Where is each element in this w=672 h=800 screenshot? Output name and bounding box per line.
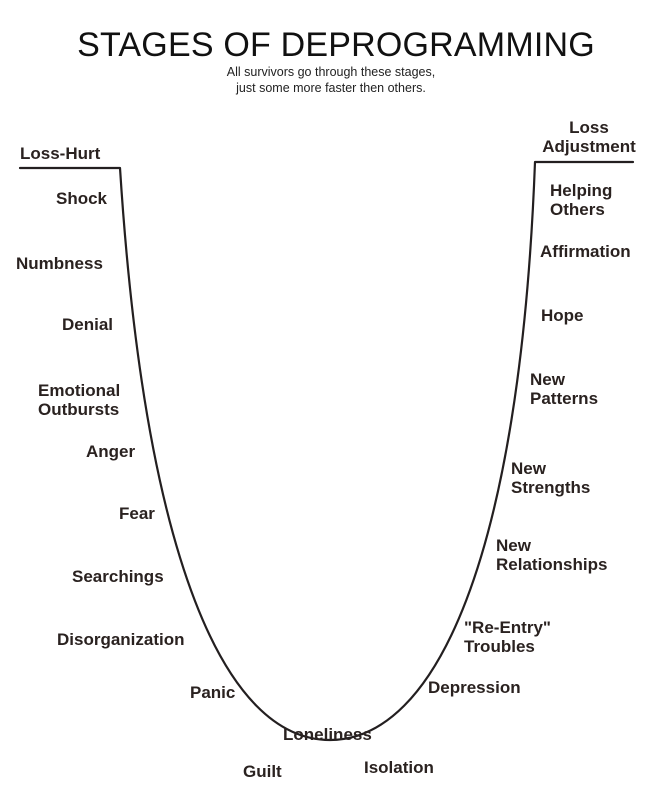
stage-searchings: Searchings — [72, 567, 164, 586]
stage-panic: Panic — [190, 683, 236, 702]
stage-new-relationships: New Relationships — [496, 536, 608, 574]
u-curve-path — [18, 160, 635, 742]
stage-shock: Shock — [56, 189, 108, 208]
diagram-title: STAGES OF DEPROGRAMMING — [77, 26, 595, 64]
subtitle-line-2: just some more faster then others. — [236, 81, 426, 95]
stage-anger: Anger — [86, 442, 136, 461]
stage-numbness: Numbness — [16, 254, 103, 273]
stage-re-entry-troubles: "Re-Entry" Troubles — [464, 618, 551, 656]
stage-new-patterns: New Patterns — [530, 370, 599, 408]
subtitle-line-1: All survivors go through these stages, — [226, 65, 436, 79]
stage-new-strengths: New Strengths — [511, 459, 591, 497]
stage-depression: Depression — [428, 678, 521, 697]
stage-hope: Hope — [541, 306, 584, 325]
stage-guilt: Guilt — [243, 762, 282, 781]
stage-disorganization: Disorganization — [57, 630, 185, 649]
stage-denial: Denial — [62, 315, 114, 334]
stage-loss-adjustment: Loss Adjustment — [542, 118, 636, 156]
stage-isolation: Isolation — [364, 758, 434, 777]
stage-loneliness: Loneliness — [283, 725, 372, 744]
stage-emotional-outbursts: Emotional Outbursts — [38, 381, 121, 419]
stage-fear: Fear — [119, 504, 155, 523]
stage-affirmation: Affirmation — [540, 242, 631, 261]
stage-loss-hurt: Loss-Hurt — [20, 144, 101, 163]
stage-helping-others: Helping Others — [550, 181, 613, 219]
